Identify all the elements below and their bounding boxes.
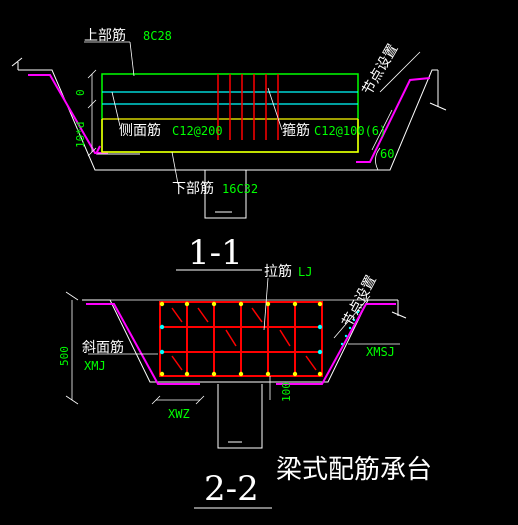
section-2-rebar-dots — [159, 301, 323, 377]
leader-node-1 — [379, 51, 421, 93]
section-1-dim-tick-3 — [87, 147, 97, 157]
slope-bar-label: 斜面筋 — [82, 339, 124, 356]
section-2-cage-verticals — [186, 302, 296, 376]
dim-xwz-tick-1 — [151, 395, 161, 405]
dim-xwz-label: XWZ — [168, 407, 190, 421]
leader-top-bar-2 — [129, 41, 135, 77]
angle-leader — [371, 109, 393, 151]
section-1-title: 1-1 — [188, 233, 243, 273]
section-1-bottom-bar-stub-left-2 — [95, 145, 101, 155]
stirrup-label: 箍筋 — [282, 122, 310, 139]
section-1-slope-rebar-right — [356, 77, 431, 163]
bottom-bar-spec: 16C32 — [222, 182, 258, 196]
leader-node-2 — [333, 295, 371, 339]
node-setting-label-1: 节点设置 — [360, 42, 402, 98]
section-1-outline — [18, 69, 438, 171]
caption: 梁式配筋承台 — [276, 455, 432, 485]
angle-arc — [375, 147, 381, 171]
top-bar-spec: 8C28 — [143, 29, 172, 43]
section-1-slope-rebar — [28, 74, 108, 154]
leader-tie-bar — [263, 277, 269, 331]
section-2-slope-rebar-left — [86, 303, 200, 385]
dim-100-label: 100 — [280, 382, 293, 402]
section-2-cage-horizontals — [160, 326, 322, 353]
top-bar-label: 上部筋 — [84, 27, 126, 44]
section-1-stirrups — [217, 74, 279, 140]
section-2-2: 拉筋 LJ 斜面筋 XMJ XMSJ 节点设置 500 100 XWZ 2-2 … — [58, 263, 432, 509]
dim-10d-label: 10*d — [74, 122, 87, 149]
section-1-ground-right-tick — [429, 102, 447, 111]
side-bar-spec: C12@200 — [172, 124, 223, 138]
section-2-outline — [82, 299, 398, 383]
section-1-1: 上部筋 8C28 侧面筋 C12@200 箍筋 C12@100(6) 下部筋 1… — [11, 27, 447, 273]
tie-bar-label: 拉筋 — [264, 263, 292, 280]
dim-500-label: 500 — [58, 346, 71, 366]
dim-500-tick-bottom — [65, 395, 79, 405]
section-1-pile — [204, 170, 247, 219]
dim-zero-label: 0 — [74, 89, 87, 96]
slope-bar-right-spec: XMSJ — [366, 345, 395, 359]
section-2-tie-bars — [171, 307, 317, 371]
section-1-ground-left-tick — [11, 57, 23, 67]
leader-side — [111, 91, 121, 127]
leader-bottom — [171, 151, 179, 185]
tie-bar-spec: LJ — [298, 265, 312, 279]
section-2-slope-rebar-right — [276, 303, 396, 385]
section-1-bottom-rebar — [101, 119, 359, 153]
bottom-bar-label: 下部筋 — [172, 180, 214, 197]
section-2-title: 2-2 — [204, 469, 259, 509]
section-1-dim-tick-1 — [87, 69, 97, 79]
leader-stirrup — [267, 87, 283, 131]
node-setting-label-2: 节点设置 — [339, 273, 379, 330]
stirrup-spec: C12@100(6) — [314, 124, 386, 138]
section-2-slope-dots — [340, 310, 360, 346]
section-1-dim-tick-2 — [87, 99, 97, 109]
dim-500-tick-top — [65, 291, 79, 301]
section-2-ground-right-tick — [391, 311, 407, 319]
section-2-pile — [217, 384, 263, 449]
dim-xwz-tick-2 — [195, 395, 205, 405]
slope-bar-spec: XMJ — [84, 359, 106, 373]
angle-label: 60 — [380, 147, 394, 161]
side-bar-label: 侧面筋 — [119, 122, 161, 139]
